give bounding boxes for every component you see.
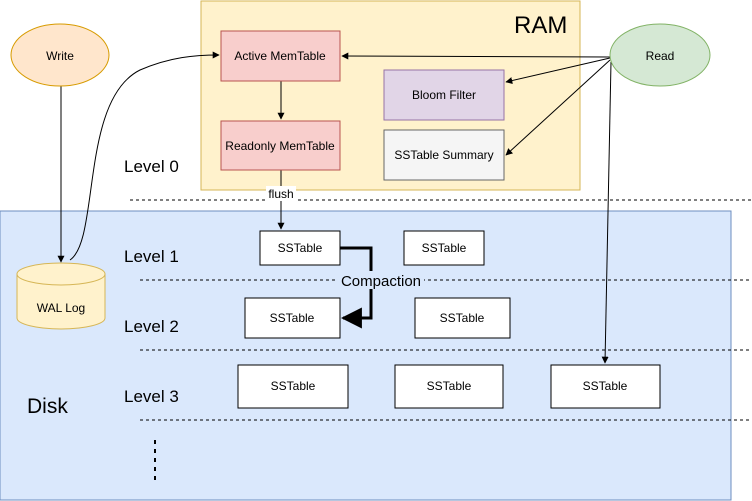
write-node (10, 23, 110, 87)
sstable-l2-b (414, 297, 511, 339)
bloom-filter-label: Bloom Filter (412, 88, 476, 102)
wal-log-label: WAL Log (37, 301, 85, 315)
edge-read-to-sstable-summary (505, 59, 611, 156)
sstable-l3-a (237, 364, 349, 409)
sstable-l2-a-label: SSTable (270, 311, 315, 325)
level-3-label: Level 3 (124, 387, 179, 406)
sstable-summary-node (383, 129, 505, 181)
sstable-l1-b-label: SSTable (422, 241, 467, 255)
sstable-l2-a (244, 297, 341, 339)
sstable-l3-c-label: SSTable (583, 379, 628, 393)
sstable-l1-a (259, 230, 341, 266)
wal-log-node (16, 274, 106, 330)
readonly-memtable-label: Readonly MemTable (225, 139, 335, 153)
edge-read-to-bloom-filter (505, 57, 611, 84)
sstable-l3-b (394, 364, 504, 409)
level-0-label: Level 0 (124, 157, 179, 176)
bloom-filter-node (383, 69, 505, 121)
edge-read-to-active-memtable (341, 52, 611, 60)
flush-label: flush (268, 187, 293, 201)
ram-label: RAM (514, 12, 567, 39)
compaction-label-bg (338, 271, 424, 289)
flush-label-bg (266, 186, 296, 201)
sstable-l2-b-label: SSTable (440, 311, 485, 325)
disk-region (0, 210, 732, 501)
read-label: Read (646, 49, 675, 63)
level-2-label: Level 2 (124, 317, 179, 336)
sstable-l3-a-label: SSTable (271, 379, 316, 393)
read-node (609, 23, 711, 87)
active-memtable-label: Active MemTable (234, 49, 326, 63)
sstable-l1-a-label: SSTable (278, 241, 323, 255)
level-1-label: Level 1 (124, 247, 179, 266)
sstable-l3-c (550, 364, 661, 409)
disk-label: Disk (27, 395, 68, 418)
readonly-memtable-node (220, 120, 341, 171)
sstable-l1-b (403, 230, 485, 266)
edge-read-to-sstable-l3 (601, 61, 612, 364)
sstable-l3-b-label: SSTable (427, 379, 472, 393)
active-memtable-node (220, 30, 341, 82)
sstable-summary-label: SSTable Summary (394, 148, 493, 162)
edge-wal-to-active-memtable (69, 51, 220, 261)
compaction-label: Compaction (341, 273, 421, 290)
write-label: Write (46, 49, 74, 63)
wal-log-top (16, 262, 106, 286)
